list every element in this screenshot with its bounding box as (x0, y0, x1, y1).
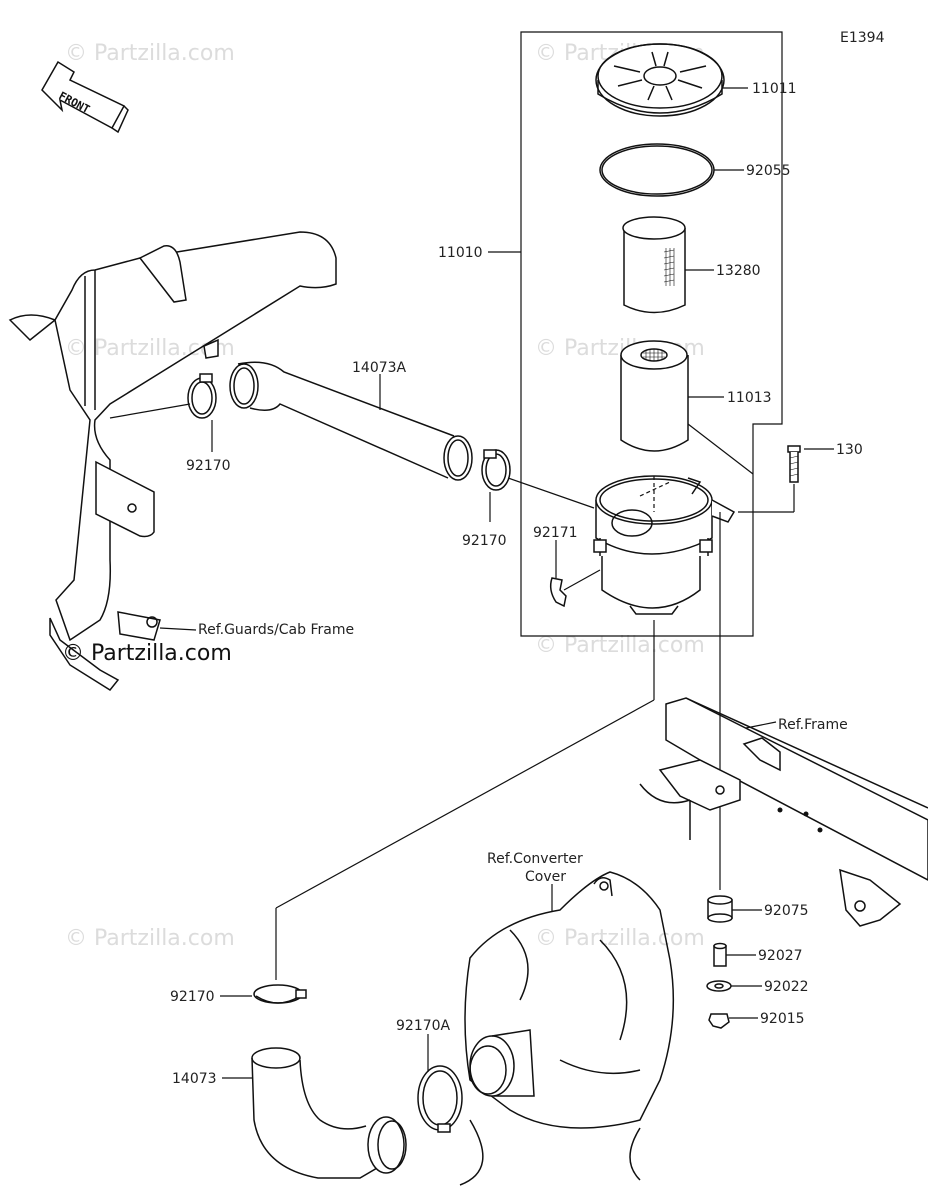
part-air-filter-housing (593, 475, 736, 615)
part-130-bolt (738, 445, 834, 513)
part-92075-grommet (707, 895, 762, 923)
diagram-code: E1394 (840, 30, 885, 46)
part-14073a-hose (229, 361, 473, 481)
part-92022-washer (706, 980, 762, 992)
part-13280-prefilter (622, 216, 714, 314)
callout-92055: 92055 (746, 163, 791, 179)
converter-cover (459, 871, 675, 1186)
callout-92170-b: 92170 (462, 533, 507, 549)
callout-11011: 11011 (752, 81, 797, 97)
ref-guards: Ref.Guards/Cab Frame (198, 622, 354, 638)
watermark-main: © Partzilla.com (62, 641, 232, 666)
ref-frame: Ref.Frame (778, 717, 848, 733)
part-92015-nut (708, 1013, 758, 1029)
assembly-box-11010 (520, 31, 783, 637)
part-11011-cover (595, 43, 748, 117)
watermark: © Partzilla.com (535, 926, 705, 951)
callout-92170-c: 92170 (170, 989, 215, 1005)
callout-14073a: 14073A (352, 360, 407, 376)
part-92170-clamp-a (109, 373, 217, 452)
part-92171-clip (549, 540, 601, 608)
callout-92075: 92075 (764, 903, 809, 919)
callout-92170a: 92170A (396, 1018, 451, 1034)
ref-converter-line2: Cover (525, 869, 566, 885)
callout-130: 130 (836, 442, 863, 458)
cab-frame-structure (8, 231, 337, 691)
watermark: © Partzilla.com (535, 633, 705, 658)
part-14073-hose (222, 1047, 407, 1179)
part-92055-o-ring (599, 143, 744, 197)
vehicle-frame (639, 697, 928, 927)
callout-92022: 92022 (764, 979, 809, 995)
part-92170-clamp-b (481, 449, 595, 522)
callout-92027: 92027 (758, 948, 803, 964)
front-arrow-icon: FRONT (41, 60, 129, 134)
part-11013-filter-element (620, 340, 724, 452)
callout-11010: 11010 (438, 245, 483, 261)
part-92027-collar (713, 942, 756, 967)
callout-92170-a: 92170 (186, 458, 231, 474)
callout-92171: 92171 (533, 525, 578, 541)
ref-converter-line1: Ref.Converter (487, 851, 583, 867)
watermark: © Partzilla.com (65, 926, 235, 951)
callout-14073: 14073 (172, 1071, 217, 1087)
part-92170-clamp-c (220, 984, 307, 1004)
callout-92015: 92015 (760, 1011, 805, 1027)
watermark: © Partzilla.com (65, 41, 235, 66)
part-92170a-clamp (417, 1034, 463, 1133)
callout-13280: 13280 (716, 263, 761, 279)
callout-11013: 11013 (727, 390, 772, 406)
